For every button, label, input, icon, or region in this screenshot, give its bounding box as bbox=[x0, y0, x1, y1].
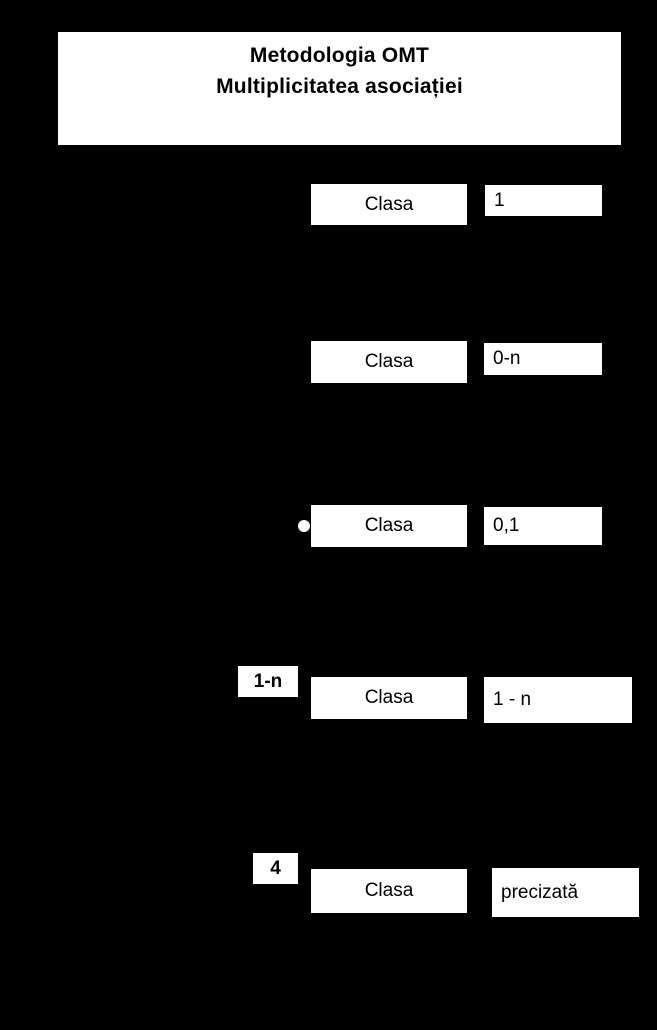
multiplicity-box-row-1: 1 bbox=[485, 185, 602, 216]
role-label: 4 bbox=[270, 857, 281, 879]
multiplicity-label: 1 - n bbox=[493, 689, 532, 710]
filled-circle-icon bbox=[298, 520, 310, 532]
role-box-row-5: 4 bbox=[253, 853, 298, 884]
multiplicity-label: 0-n bbox=[493, 348, 521, 369]
multiplicity-box-row-2: 0-n bbox=[484, 343, 602, 375]
class-box-row-4: Clasa bbox=[311, 677, 467, 719]
class-box-row-3: Clasa bbox=[311, 505, 467, 547]
multiplicity-box-row-5: precizată bbox=[492, 868, 639, 917]
class-box-label: Clasa bbox=[364, 515, 414, 536]
title-box: Metodologia OMT Multiplicitatea asociați… bbox=[58, 32, 621, 145]
class-box-label: Clasa bbox=[364, 193, 414, 215]
class-box-row-2: Clasa bbox=[311, 341, 467, 383]
title-line-1: Metodologia OMT bbox=[249, 44, 430, 67]
multiplicity-label: precizată bbox=[501, 881, 579, 903]
role-label: 1-n bbox=[253, 670, 283, 692]
multiplicity-label: 1 bbox=[494, 189, 505, 211]
multiplicity-label: 0,1 bbox=[493, 515, 520, 536]
class-box-row-1: Clasa bbox=[311, 184, 467, 225]
class-box-row-5: Clasa bbox=[311, 869, 467, 913]
class-box-label: Clasa bbox=[364, 687, 414, 708]
class-box-label: Clasa bbox=[364, 351, 414, 372]
multiplicity-box-row-3: 0,1 bbox=[484, 507, 602, 545]
class-box-label: Clasa bbox=[364, 880, 414, 901]
title-line-2: Multiplicitatea asociației bbox=[216, 75, 463, 98]
multiplicity-box-row-4: 1 - n bbox=[484, 677, 632, 723]
role-box-row-4: 1-n bbox=[238, 666, 298, 697]
